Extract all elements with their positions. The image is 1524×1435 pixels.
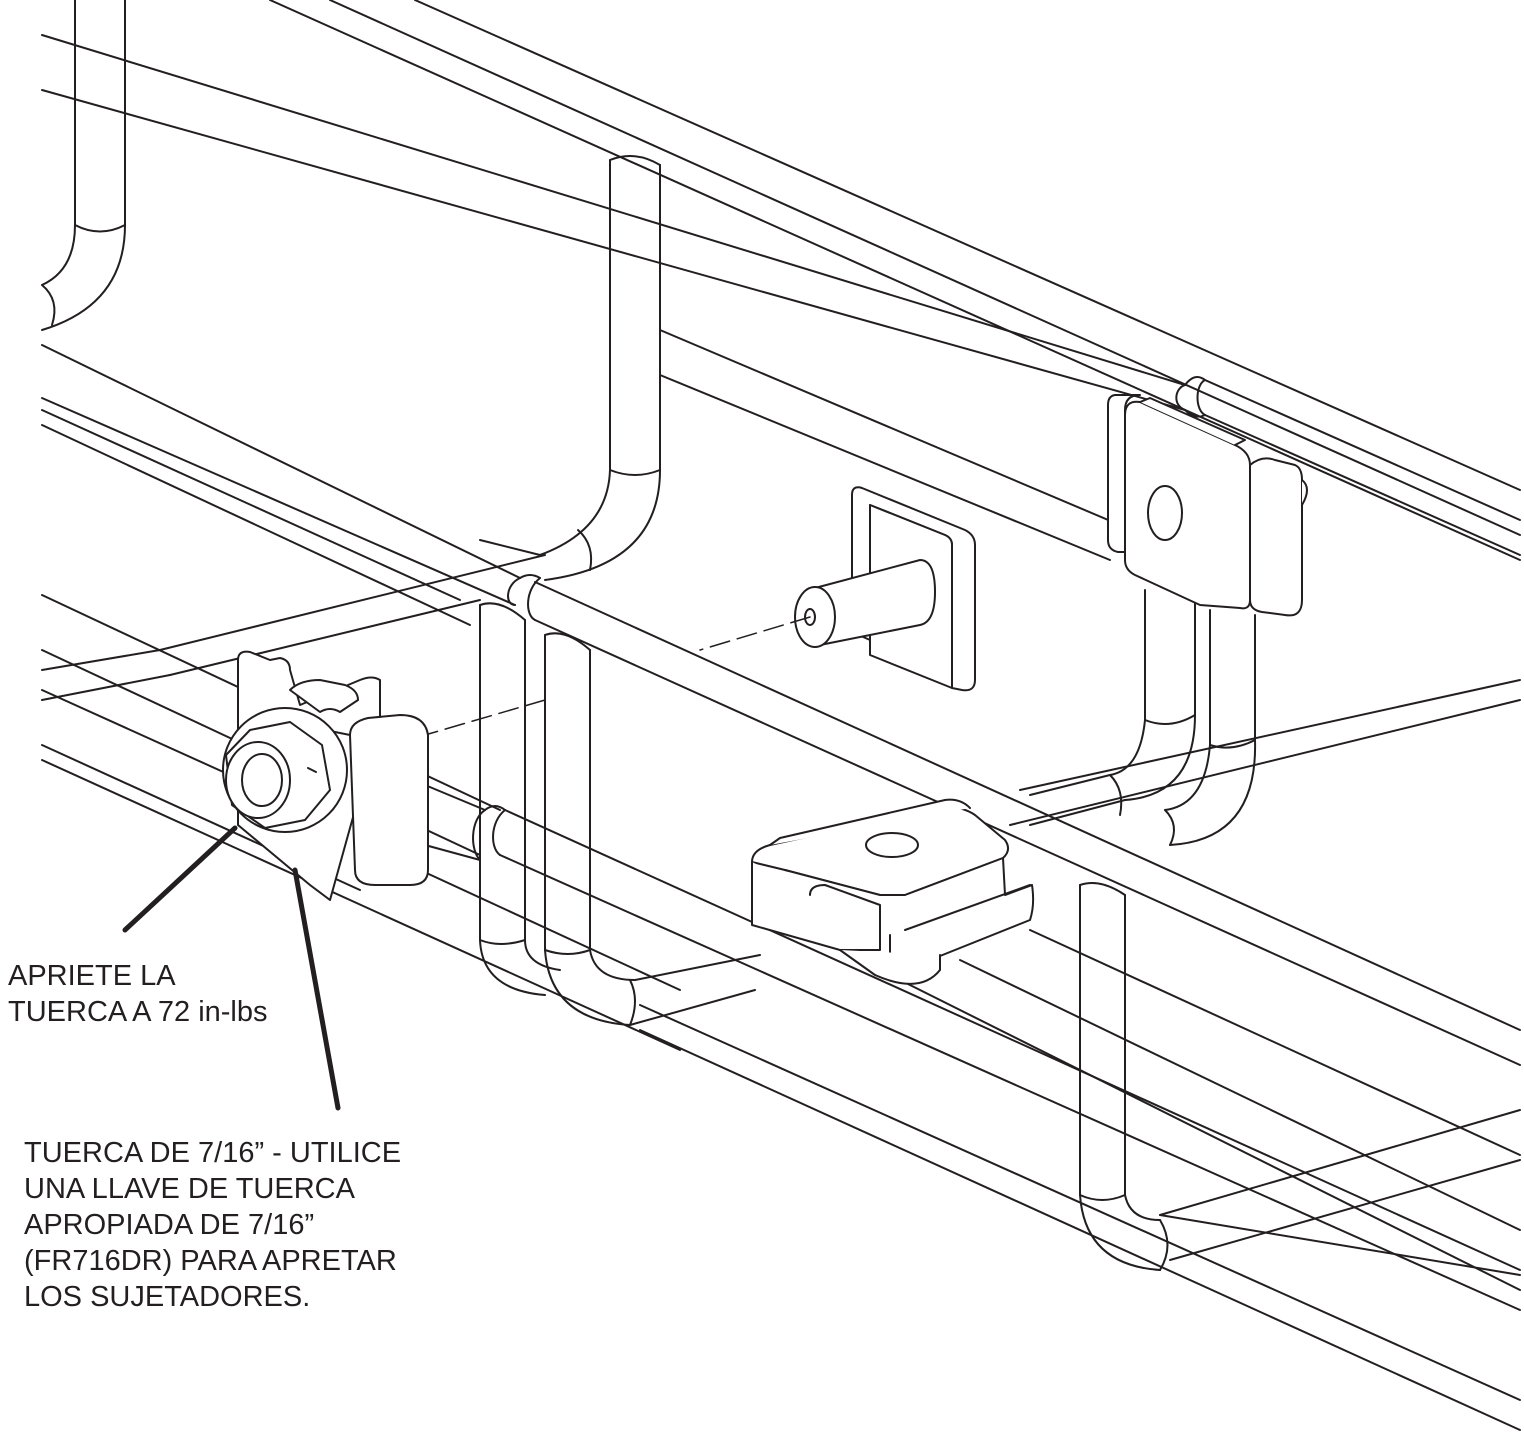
right-lower-u-wire: [1079, 882, 1169, 1271]
right-u-wires: [1029, 589, 1257, 846]
left-clamp-with-hex-nut: [222, 650, 429, 901]
center-bracket-with-stud: [794, 486, 976, 692]
wrench-callout-line-1: TUERCA DE 7/16” - UTILICE: [24, 1137, 402, 1169]
front-rail-wire: [424, 784, 1521, 1311]
wrench-callout-line-5: LOS SUJETADORES.: [24, 1281, 311, 1313]
left-vertical-wire: [41, 0, 126, 331]
torque-callout-line-1: APRIETE LA: [8, 960, 176, 992]
center-u-wires: [479, 602, 761, 1026]
middle-vertical-wire: [539, 155, 661, 581]
wrench-callout-line-3: APROPIADA DE 7/16”: [24, 1209, 315, 1241]
top-rail-wire: [269, 0, 1521, 561]
upper-right-splice-clamp: [1107, 394, 1308, 617]
main-diagonal-wires: [41, 329, 1521, 1066]
wrench-callout-text: TUERCA DE 7/16” - UTILICE UNA LLAVE DE T…: [24, 1135, 464, 1315]
torque-callout-text: APRIETE LA TUERCA A 72 in-lbs: [8, 958, 338, 1030]
upper-longitudinal-wire: [41, 34, 1521, 556]
wrench-callout-line-2: UNA LLAVE DE TUERCA: [24, 1173, 355, 1205]
callout-leader-lines: [122, 825, 341, 1111]
alignment-dashed-lines: [424, 616, 811, 736]
wrench-callout-line-4: (FR716DR) PARA APRETAR: [24, 1245, 397, 1277]
lower-center-saddle-clamp: [751, 798, 1035, 985]
torque-callout-line-2: TUERCA A 72 in-lbs: [8, 996, 268, 1028]
floor-cross-wires: [41, 554, 1521, 1261]
